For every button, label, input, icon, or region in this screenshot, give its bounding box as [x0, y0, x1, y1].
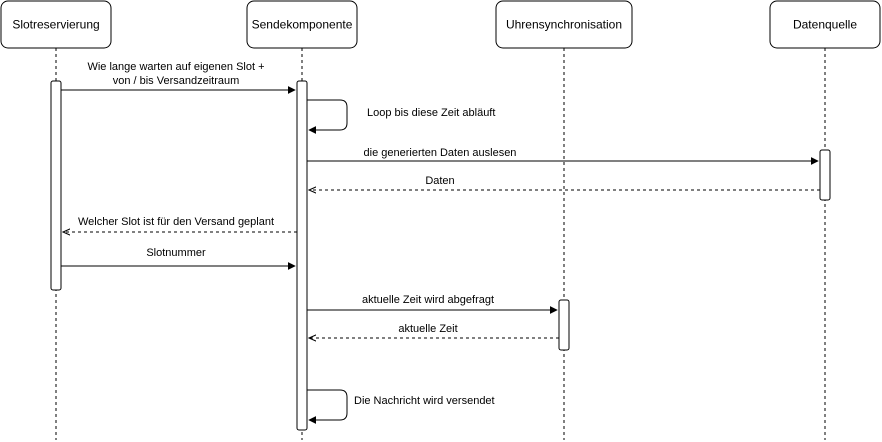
participant-datenquelle: Datenquelle: [769, 0, 881, 49]
message-slot-number: Slotnummer: [61, 247, 296, 270]
message-label: Slotnummer: [146, 247, 206, 259]
message-return-time: aktuelle Zeit: [309, 323, 559, 338]
activation-sendekomponente: [296, 80, 308, 431]
participant-label: Sendekomponente: [252, 18, 353, 32]
participant-label: Datenquelle: [793, 18, 857, 32]
message-label: Loop bis diese Zeit abläuft: [367, 107, 495, 119]
message-send: Die Nachricht wird versendet: [307, 389, 495, 424]
message-which-slot: Welcher Slot ist für den Versand geplant: [63, 216, 297, 232]
message-label: Die Nachricht wird versendet: [354, 395, 495, 407]
activation-slotreservierung: [50, 80, 62, 291]
message-label: aktuelle Zeit: [398, 323, 457, 335]
participant-label: Uhrensynchronisation: [506, 18, 622, 32]
message-request-time: aktuelle Zeit wird abgefragt: [307, 294, 558, 314]
activation-uhrensynchronisation: [558, 299, 570, 351]
participant-slotreservierung: Slotreservierung: [0, 0, 112, 49]
participant-label: Slotreservierung: [12, 18, 99, 32]
message-label: von / bis Versandzeitraum: [113, 75, 240, 87]
message-label: aktuelle Zeit wird abgefragt: [362, 294, 494, 306]
message-label: die generierten Daten auslesen: [364, 147, 517, 159]
message-wait-slot: Wie lange warten auf eigenen Slot + von …: [61, 61, 296, 94]
activation-datenquelle: [819, 149, 831, 201]
message-read-data: die generierten Daten auslesen: [307, 147, 819, 165]
message-return-data: Daten: [309, 175, 820, 190]
message-label: Wie lange warten auf eigenen Slot +: [87, 61, 264, 73]
message-loop: Loop bis diese Zeit abläuft: [307, 99, 495, 134]
message-label: Welcher Slot ist für den Versand geplant: [78, 216, 274, 228]
participant-uhrensynchronisation: Uhrensynchronisation: [495, 0, 633, 49]
message-label: Daten: [425, 175, 454, 187]
participant-sendekomponente: Sendekomponente: [246, 0, 358, 49]
